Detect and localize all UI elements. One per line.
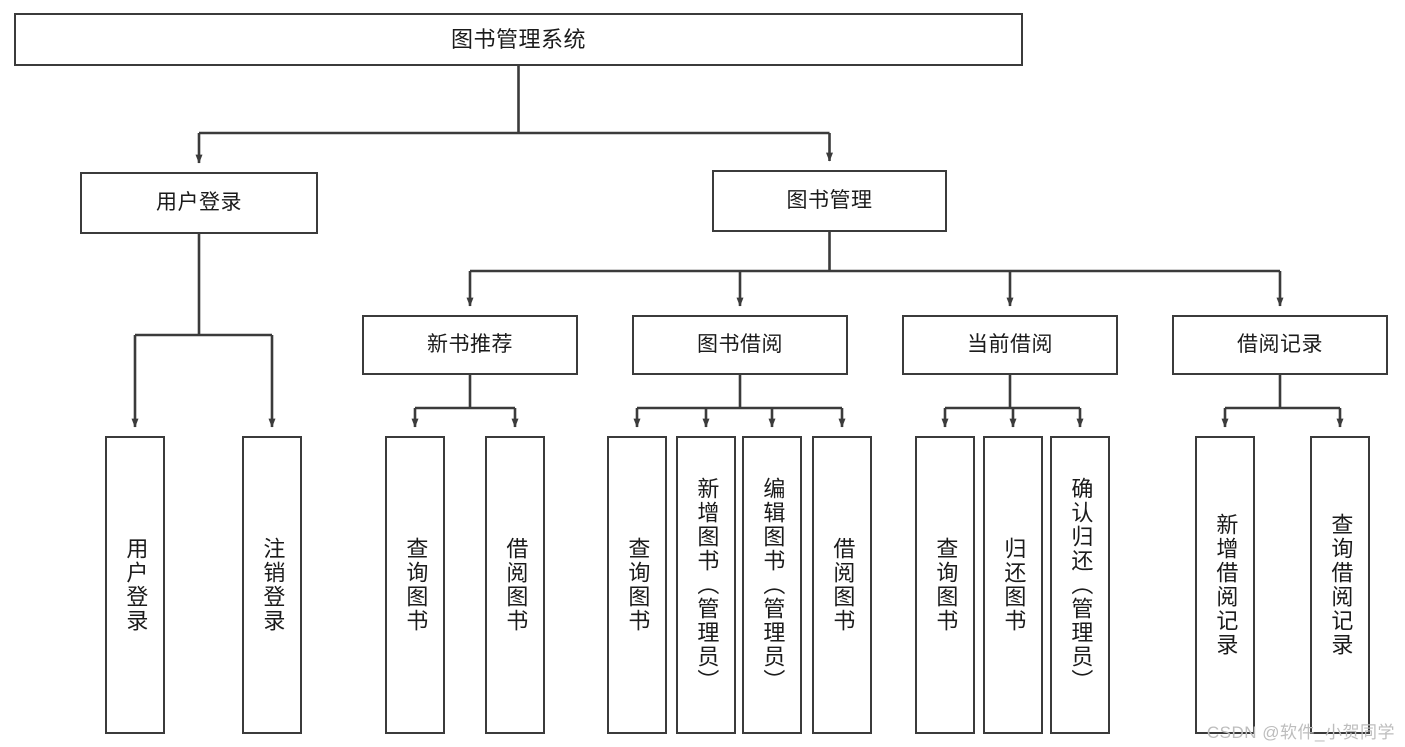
- node-label-book-borrow: 图书借阅: [697, 332, 783, 356]
- node-leaf-add-record[interactable]: 新增借阅记录: [1195, 436, 1255, 734]
- node-leaf-query-book-1[interactable]: 查询图书: [385, 436, 445, 734]
- node-leaf-borrow-book-2[interactable]: 借阅图书: [812, 436, 872, 734]
- node-label-leaf-user-login: 用户登录: [123, 537, 149, 633]
- node-label-current-borrow: 当前借阅: [967, 332, 1053, 356]
- node-leaf-borrow-book-1[interactable]: 借阅图书: [485, 436, 545, 734]
- node-user-login[interactable]: 用户登录: [80, 172, 318, 234]
- node-label-leaf-return-book: 归还图书: [1001, 537, 1027, 633]
- node-label-leaf-borrow-book-1: 借阅图书: [503, 537, 529, 633]
- node-label-user-login: 用户登录: [156, 190, 242, 214]
- node-label-leaf-confirm-return: 确认归还（管理员）: [1068, 477, 1094, 693]
- node-leaf-user-login[interactable]: 用户登录: [105, 436, 165, 734]
- node-label-new-book-rec: 新书推荐: [427, 332, 513, 356]
- watermark: CSDN @软件_小贺同学: [1206, 723, 1395, 742]
- node-leaf-query-book-3[interactable]: 查询图书: [915, 436, 975, 734]
- node-label-leaf-add-record: 新增借阅记录: [1213, 513, 1239, 657]
- node-root[interactable]: 图书管理系统: [14, 13, 1023, 66]
- node-leaf-query-record[interactable]: 查询借阅记录: [1310, 436, 1370, 734]
- node-label-leaf-query-book-3: 查询图书: [933, 537, 959, 633]
- node-new-book-rec[interactable]: 新书推荐: [362, 315, 578, 375]
- node-label-leaf-edit-book: 编辑图书（管理员）: [760, 477, 786, 693]
- node-leaf-edit-book[interactable]: 编辑图书（管理员）: [742, 436, 802, 734]
- node-current-borrow[interactable]: 当前借阅: [902, 315, 1118, 375]
- node-label-leaf-add-book: 新增图书（管理员）: [694, 477, 720, 693]
- node-leaf-query-book-2[interactable]: 查询图书: [607, 436, 667, 734]
- node-leaf-return-book[interactable]: 归还图书: [983, 436, 1043, 734]
- node-leaf-add-book[interactable]: 新增图书（管理员）: [676, 436, 736, 734]
- node-book-borrow[interactable]: 图书借阅: [632, 315, 848, 375]
- node-leaf-logout[interactable]: 注销登录: [242, 436, 302, 734]
- node-label-leaf-logout: 注销登录: [260, 537, 286, 633]
- node-borrow-record[interactable]: 借阅记录: [1172, 315, 1388, 375]
- node-label-leaf-borrow-book-2: 借阅图书: [830, 537, 856, 633]
- node-label-leaf-query-book-2: 查询图书: [625, 537, 651, 633]
- node-label-borrow-record: 借阅记录: [1237, 332, 1323, 356]
- node-label-root: 图书管理系统: [450, 26, 586, 52]
- node-label-leaf-query-book-1: 查询图书: [403, 537, 429, 633]
- node-book-manage[interactable]: 图书管理: [712, 170, 947, 232]
- node-label-book-manage: 图书管理: [786, 188, 873, 212]
- node-label-leaf-query-record: 查询借阅记录: [1328, 513, 1354, 657]
- node-leaf-confirm-return[interactable]: 确认归还（管理员）: [1050, 436, 1110, 734]
